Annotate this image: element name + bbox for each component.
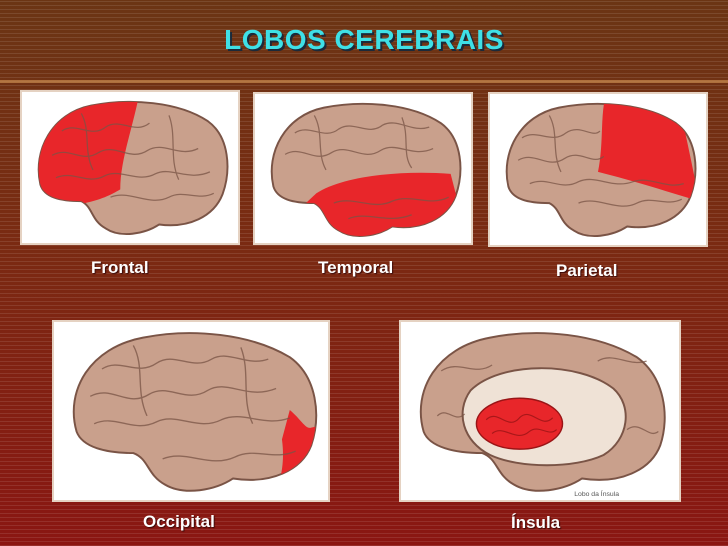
brain-illustration-temporal — [270, 102, 462, 237]
title-divider — [0, 80, 728, 83]
brain-illustration-parietal — [505, 102, 697, 237]
brain-image-frontal — [20, 90, 240, 245]
label-frontal: Frontal — [91, 258, 149, 277]
brain-image-temporal — [253, 92, 473, 245]
label-insula: Ínsula — [511, 513, 561, 532]
brain-image-insula: Lobo da Ínsula — [399, 320, 681, 502]
brain-image-occipital — [52, 320, 330, 502]
brain-illustration-occipital — [72, 332, 318, 492]
brain-illustration-insula: Lobo da Ínsula — [419, 332, 666, 498]
insula-lobe-highlight — [475, 397, 564, 450]
brain-image-parietal — [488, 92, 708, 247]
brain-illustration-frontal — [37, 100, 229, 235]
small-caption: Lobo da Ínsula — [574, 489, 619, 498]
label-parietal: Parietal — [556, 261, 618, 280]
label-occipital: Occipital — [143, 512, 215, 531]
slide-title: LOBOS CEREBRAIS — [224, 24, 504, 55]
label-temporal: Temporal — [318, 258, 394, 277]
